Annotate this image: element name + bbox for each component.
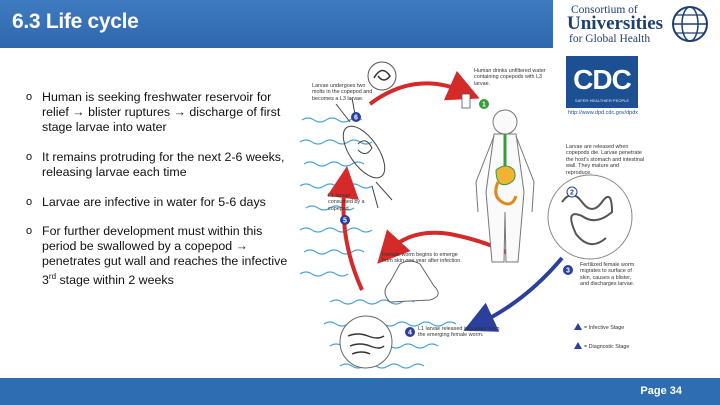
- cdc-url: http://www.dpd.cdc.gov/dpdx: [568, 110, 638, 116]
- bullet-item: Larvae are infective in water for 5-6 da…: [26, 195, 298, 210]
- consortium-logo: Consortium of Universities for Global He…: [553, 0, 720, 48]
- globe-icon: [666, 4, 714, 44]
- step-2-text: Larvae are released when copepods die. L…: [566, 144, 646, 176]
- slide-title: 6.3 Life cycle: [12, 10, 139, 34]
- footer-bar: Page 34: [0, 378, 720, 405]
- logo-line-2: Universities: [567, 13, 663, 35]
- page-number: Page 34: [640, 385, 682, 397]
- logo-line-3: for Global Health: [569, 33, 650, 45]
- svg-text:6: 6: [354, 115, 358, 122]
- cdc-logo-text: CDC: [566, 64, 638, 96]
- step-5-text: L1 larvae consumed by a copepod.: [328, 193, 374, 212]
- bullet-text: Larvae are infective in water for 5-6 da…: [42, 195, 266, 209]
- step-1-text: Human drinks unfiltered water containing…: [474, 68, 556, 87]
- worm-circle: [548, 175, 632, 259]
- cdc-logo: CDC SAFER·HEALTHIER·PEOPLE: [566, 56, 638, 108]
- bullet-text: Human is seeking freshwater reservoir fo…: [42, 90, 280, 134]
- bullet-item: It remains protruding for the next 2-6 w…: [26, 150, 298, 180]
- step-markers: 6 1 2 3 4 5: [340, 99, 577, 337]
- legend-infective: = Infective Stage: [584, 325, 644, 331]
- bullet-list: Human is seeking freshwater reservoir fo…: [26, 90, 298, 303]
- cycle-arrow-right: [478, 258, 562, 324]
- cdc-tagline: SAFER·HEALTHIER·PEOPLE: [566, 98, 638, 103]
- step-3b-text: Female worm begins to emerge from skin o…: [382, 252, 464, 265]
- bullet-item: For further development must within this…: [26, 224, 298, 288]
- step-6-text: Larvae undergoes two molts in the copepo…: [312, 83, 378, 102]
- svg-text:1: 1: [482, 102, 486, 109]
- foot-drawing: [385, 261, 438, 302]
- svg-text:2: 2: [570, 190, 574, 197]
- step-4-text: L1 larvae released into water from the e…: [418, 326, 508, 339]
- human-figure: [476, 110, 534, 262]
- svg-text:4: 4: [408, 330, 412, 337]
- larvae-circle: [340, 316, 392, 368]
- bullet-text: It remains protruding for the next 2-6 w…: [42, 150, 284, 179]
- bullet-item: Human is seeking freshwater reservoir fo…: [26, 90, 298, 135]
- superscript: rd: [49, 272, 56, 281]
- svg-text:3: 3: [566, 268, 570, 275]
- step-3-text: Fertilized female worm migrates to surfa…: [580, 262, 640, 288]
- bullet-text-tail: stage within 2 weeks: [56, 273, 174, 287]
- svg-text:5: 5: [343, 218, 347, 225]
- water-glass-icon: [462, 94, 470, 108]
- legend-diagnostic: = Diagnostic Stage: [584, 344, 644, 350]
